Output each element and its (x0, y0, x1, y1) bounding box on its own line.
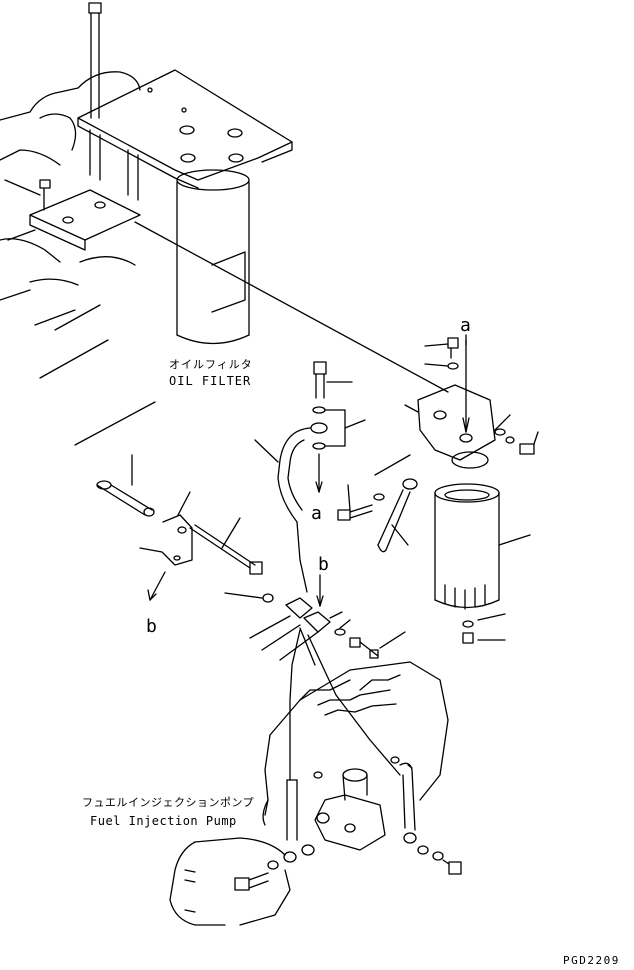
filter-head-bolt (424, 337, 470, 433)
fuel-filter-cartridge (434, 483, 531, 644)
ref-label-b-left: b (146, 616, 157, 637)
fuel-pipe-right (373, 454, 418, 553)
long-bolt-top (88, 2, 102, 119)
filter-head-assembly (404, 384, 506, 469)
fuel-pump-label-jp: フュエルインジェクションポンプ (82, 796, 255, 809)
ref-label-a-top: a (460, 315, 471, 336)
oil-filter-label-jp: オイルフィルタ (169, 358, 253, 371)
leader-line-diagonal (134, 221, 449, 393)
head-plug-right (494, 414, 539, 455)
ref-label-b-mid: b (318, 554, 329, 575)
fuel-lines-lower (289, 627, 401, 781)
small-bracket-left (4, 179, 141, 251)
fuel-pump-label-en: Fuel Injection Pump (90, 814, 237, 828)
engine-block-outline (0, 71, 156, 446)
fuel-hose-upper (254, 427, 311, 593)
pipe-tube-left (96, 454, 155, 517)
drawing-code: PGD2209 (563, 954, 620, 967)
filter-mounting-bracket (77, 69, 293, 201)
oil-filter-cylinder (176, 169, 250, 345)
pump-label-leader (264, 799, 269, 816)
ref-label-a-mid: a (311, 503, 322, 524)
pump-pipe-right (399, 762, 462, 875)
banjo-bolt-center (310, 361, 366, 493)
bolt-center-small (337, 484, 373, 521)
fuel-injection-pump-body (262, 661, 449, 856)
pump-governor-housing (169, 837, 291, 926)
pump-pipe-left (234, 779, 298, 891)
oil-filter-label-en: OIL FILTER (169, 374, 252, 388)
bracket-b-left (139, 491, 263, 601)
hose-clamp-assembly (224, 574, 406, 661)
